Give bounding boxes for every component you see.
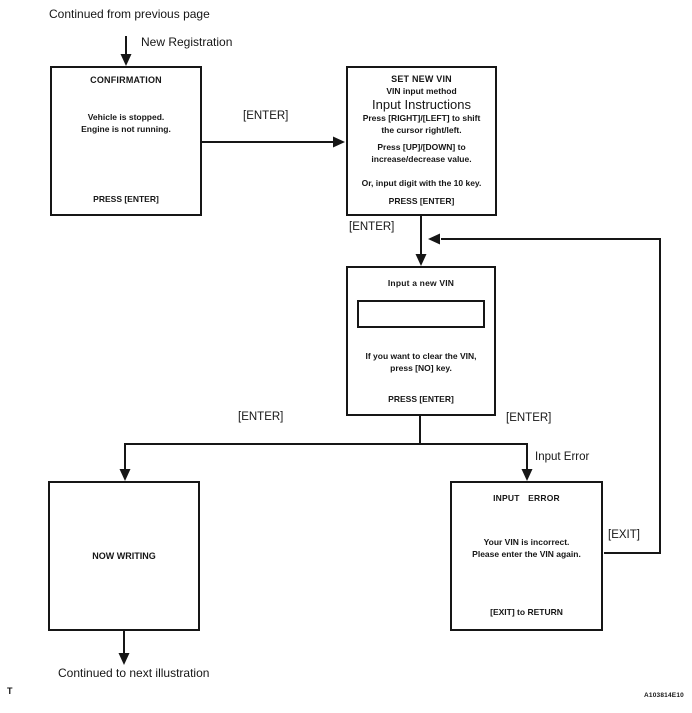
input-error-title: INPUT ERROR (493, 493, 560, 503)
set-new-vin-line4: increase/decrease value. (371, 154, 472, 164)
set-new-vin-line1: Press [RIGHT]/[LEFT] to shift (362, 113, 481, 123)
set-new-vin-title: SET NEW VIN (391, 74, 452, 84)
connector-setvin-to-input (415, 216, 427, 266)
set-new-vin-line3: Press [UP]/[DOWN] to (377, 142, 466, 152)
connector-exit-arrow (118, 631, 130, 665)
input-error-line2: Please enter the VIN again. (472, 549, 581, 559)
enter-label-confirm-to-set: [ENTER] (243, 110, 289, 122)
input-error-footer: [EXIT] to RETURN (490, 607, 563, 617)
connector-exit-feedback (428, 233, 661, 554)
page-marker: T (7, 686, 13, 696)
enter-label-left-branch: [ENTER] (238, 411, 284, 423)
input-new-vin-line1: If you want to clear the VIN, (365, 351, 477, 361)
bottom-note: Continued to next illustration (58, 666, 210, 680)
input-new-vin-footer: PRESS [ENTER] (388, 394, 454, 404)
enter-label-set-to-input: [ENTER] (349, 221, 395, 233)
new-registration-label: New Registration (141, 35, 233, 49)
confirmation-body: Vehicle is stopped. Engine is not runnin… (52, 111, 200, 135)
figure-id: A103814E10 (644, 692, 684, 699)
set-new-vin-box: SET NEW VIN VIN input method Input Instr… (346, 66, 497, 216)
input-error-box: INPUT ERROR Your VIN is incorrect. Pleas… (450, 481, 603, 631)
confirmation-title: CONFIRMATION (90, 75, 162, 85)
input-new-vin-title: Input a new VIN (387, 278, 455, 288)
top-note: Continued from previous page (49, 7, 210, 21)
confirmation-footer: PRESS [ENTER] (93, 194, 159, 204)
input-new-vin-box: Input a new VIN If you want to clear the… (346, 266, 496, 416)
set-new-vin-footer: PRESS [ENTER] (388, 196, 455, 206)
input-new-vin-line2: press [NO] key. (390, 363, 452, 373)
enter-label-right-branch: [ENTER] (506, 412, 552, 424)
input-error-body: Your VIN is incorrect. Please enter the … (452, 536, 601, 560)
now-writing-title: NOW WRITING (92, 551, 156, 561)
confirmation-line2: Engine is not running. (81, 124, 171, 134)
input-error-label: Input Error (535, 451, 590, 463)
input-error-line1: Your VIN is incorrect. (483, 537, 570, 547)
input-new-vin-body: If you want to clear the VIN, press [NO]… (348, 350, 494, 374)
exit-label: [EXIT] (608, 529, 640, 541)
connector-confirmation-to-setvin (202, 136, 345, 148)
connector-entry-arrow (120, 36, 132, 66)
set-new-vin-line5: Or, input digit with the 10 key. (361, 178, 482, 188)
set-new-vin-heading: Input Instructions (372, 97, 471, 112)
connector-input-split (124, 416, 528, 445)
set-new-vin-line2: the cursor right/left. (381, 125, 462, 135)
confirmation-box: CONFIRMATION Vehicle is stopped. Engine … (50, 66, 202, 216)
connector-to-input-error (521, 443, 533, 481)
set-new-vin-subtitle: VIN input method (386, 86, 457, 96)
now-writing-box: NOW WRITING (48, 481, 200, 631)
vin-input-field (357, 300, 485, 328)
connector-to-now-writing (119, 443, 131, 481)
confirmation-line1: Vehicle is stopped. (87, 112, 165, 122)
